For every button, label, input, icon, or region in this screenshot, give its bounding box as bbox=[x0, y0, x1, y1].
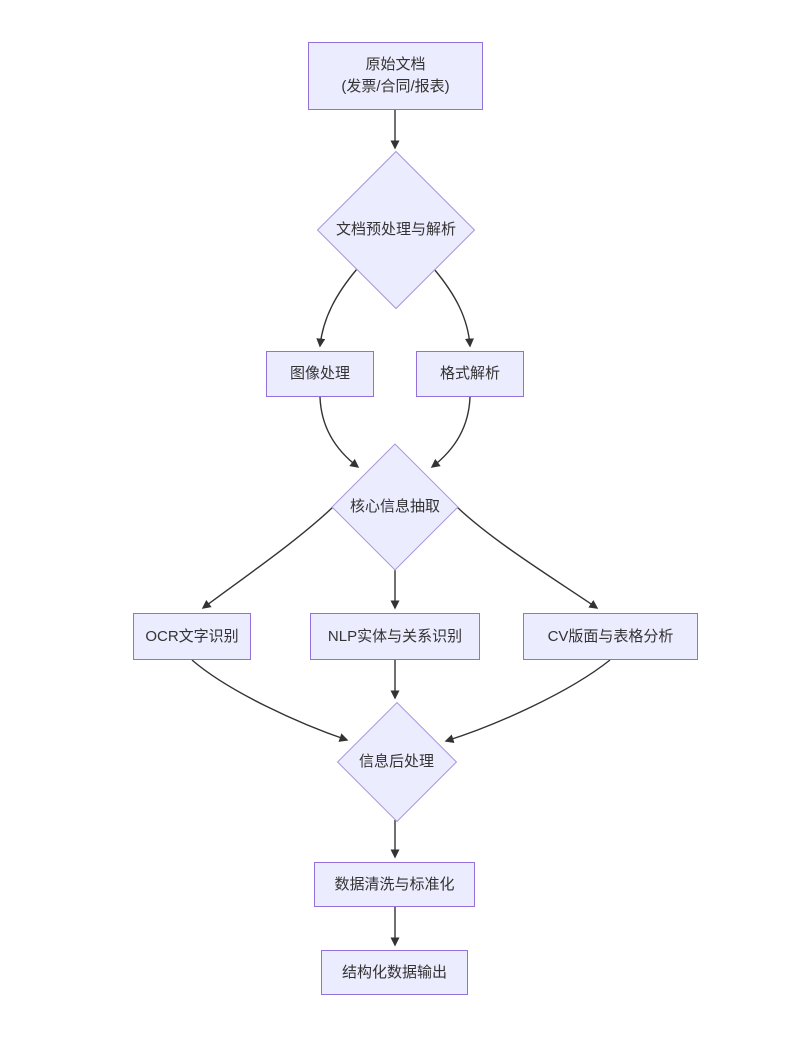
node-preprocess-decision-label: 文档预处理与解析 bbox=[335, 220, 456, 238]
edge-core-to-cv bbox=[456, 506, 599, 609]
node-postprocess-decision: 信息后处理 bbox=[336, 701, 457, 822]
node-structured-output: 结构化数据输出 bbox=[321, 950, 468, 995]
node-format-parsing-label: 格式解析 bbox=[439, 365, 500, 383]
node-source-documents-label-line1: 原始文档 bbox=[365, 56, 426, 74]
node-data-cleaning-label: 数据清洗与标准化 bbox=[334, 875, 455, 893]
edge-cv-to-postprocess bbox=[444, 659, 611, 744]
edge-ocr-to-postprocess bbox=[191, 659, 349, 742]
node-structured-output-label: 结构化数据输出 bbox=[341, 963, 447, 981]
node-core-extraction-decision: 核心信息抽取 bbox=[331, 442, 459, 571]
node-postprocess-decision-label: 信息后处理 bbox=[358, 752, 434, 770]
node-image-processing-label: 图像处理 bbox=[289, 365, 350, 383]
node-source-documents: 原始文档 (发票/合同/报表) bbox=[308, 42, 483, 110]
node-preprocess-decision: 文档预处理与解析 bbox=[316, 150, 476, 309]
node-cv-layout-table-label: CV版面与表格分析 bbox=[547, 627, 674, 645]
edge-core-to-ocr bbox=[201, 506, 334, 609]
node-source-documents-label-line2: (发票/合同/报表) bbox=[341, 78, 450, 95]
node-cv-layout-table: CV版面与表格分析 bbox=[523, 613, 698, 660]
node-data-cleaning: 数据清洗与标准化 bbox=[314, 862, 475, 907]
node-format-parsing: 格式解析 bbox=[416, 351, 524, 397]
node-ocr-recognition-label: OCR文字识别 bbox=[145, 627, 239, 645]
node-image-processing: 图像处理 bbox=[266, 351, 374, 397]
node-nlp-entity-relation: NLP实体与关系识别 bbox=[310, 613, 480, 660]
node-ocr-recognition: OCR文字识别 bbox=[133, 613, 251, 660]
node-nlp-entity-relation-label: NLP实体与关系识别 bbox=[327, 627, 463, 645]
node-core-extraction-decision-label: 核心信息抽取 bbox=[349, 497, 440, 515]
